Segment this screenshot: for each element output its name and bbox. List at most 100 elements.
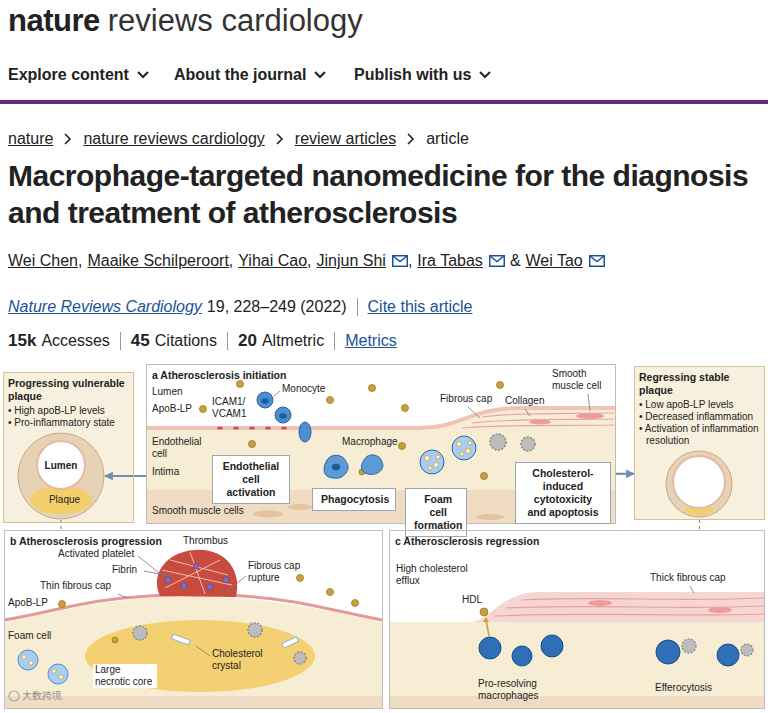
- tissue-panel-c: [483, 617, 489, 622]
- figure-label: Fibrous cap rupture: [248, 560, 310, 584]
- nav-item: About the journal: [174, 66, 326, 84]
- tissue-panel-a: [281, 427, 287, 430]
- metric-value: 15k: [8, 331, 36, 351]
- figure-label: Activated platelet: [58, 548, 134, 560]
- summary-fill: [634, 366, 765, 520]
- node-heading: Regressing stable plaque: [639, 371, 760, 397]
- mail-icon: [489, 255, 505, 267]
- tissue-panel-b: [190, 552, 205, 594]
- tissue-panel-a: [457, 442, 462, 447]
- tissue-panel-a: [481, 473, 488, 480]
- tissue-panel-a: [275, 407, 291, 423]
- nav-label: About the journal: [174, 66, 306, 84]
- tissue-panel-c: [486, 620, 489, 636]
- tissue-panel-a: [253, 511, 283, 518]
- leader-line: [118, 594, 127, 598]
- volume-pages: 19, 228–249 (2022): [207, 298, 347, 316]
- separator-text: ,: [408, 252, 412, 270]
- nav-item: Explore content: [8, 66, 149, 84]
- tissue-panel-a: [237, 381, 244, 388]
- tissue-panel-a: [249, 427, 255, 430]
- divider: [120, 332, 121, 350]
- tissue-panel-a: [280, 414, 287, 419]
- journal-logo: nature reviews cardiology: [8, 0, 363, 42]
- divider: [227, 332, 228, 350]
- figure-label: High cholesterol efflux: [396, 563, 478, 587]
- logo-word: reviews cardiology: [108, 3, 363, 39]
- figure-label: Smooth muscle cell: [552, 368, 614, 392]
- tissue-panel-a: [324, 455, 348, 478]
- tissue-panel-b: [207, 584, 213, 590]
- tissue-panel-a: [529, 420, 551, 425]
- tissue-panel-c: [708, 607, 732, 613]
- figure-label: Thrombus: [183, 535, 228, 547]
- journal-rule: [0, 100, 768, 104]
- tissue-panel-a: [425, 456, 430, 461]
- mail-icon: [490, 256, 505, 267]
- breadcrumb-link: nature: [8, 130, 53, 148]
- tissue-panel-b: [112, 637, 118, 643]
- node-heading: Endothelial cell activation: [216, 458, 286, 501]
- figure-label: Foam cell: [8, 630, 51, 642]
- tissue-panel-a: [299, 422, 311, 442]
- tissue-panel-c: [470, 592, 764, 622]
- dashed-connector: [699, 520, 700, 530]
- author-name: Yihai Cao: [238, 252, 307, 270]
- tissue-panel-b: [22, 655, 63, 679]
- tissue-panel-a: [217, 427, 223, 430]
- tissue-panel-b: [5, 595, 175, 620]
- tissue-panel-c: [494, 614, 764, 616]
- node-text: • Low apoB-LP levels: [639, 399, 760, 411]
- mail-icon: [490, 256, 504, 262]
- nav-label: Explore content: [8, 66, 129, 84]
- chevron-icon: [65, 134, 70, 144]
- tissue-panel-a: [460, 452, 464, 456]
- panel-frame: a Atherosclerosis initiationEndothelial …: [146, 364, 616, 524]
- chevron-icon: [479, 71, 491, 79]
- tissue-panel-a: [490, 434, 535, 451]
- tissue-panel-a: [476, 514, 504, 520]
- tissue-panel-b: [85, 620, 315, 692]
- tissue-panel-c: [494, 598, 764, 616]
- chevron-icon: [314, 71, 326, 79]
- tissue-panel-b: [59, 601, 66, 608]
- tissue-panel-c: [390, 622, 764, 708]
- tissue-panel-c: [741, 644, 753, 656]
- tissue-panel-c: [479, 635, 739, 666]
- figure-label: Pro-resolving macrophages: [478, 678, 550, 702]
- process-box: Endothelial cell activation: [212, 455, 290, 504]
- node-heading: Cholesterol-induced cytotoxicity and apo…: [519, 465, 607, 521]
- metric-value: 45: [131, 331, 150, 351]
- tissue-panel-a: [428, 466, 432, 470]
- tissue-panel-a: [466, 449, 471, 454]
- tissue-panel-b: [248, 623, 262, 637]
- author-name: Wei Tao: [526, 252, 583, 270]
- tissue-panel-b: [181, 583, 187, 589]
- tissue-panel-a: [420, 450, 444, 474]
- figure-label: Endothelial cell: [152, 436, 207, 460]
- cite-link: Cite this article: [368, 298, 473, 316]
- panel-frame: c Atherosclerosis regression: [389, 530, 765, 709]
- tissue-panel-b: [194, 564, 199, 569]
- mail-icon: [393, 256, 407, 262]
- author-name: Maaike Schilperoort: [87, 252, 228, 270]
- chevron-icon: [137, 71, 149, 79]
- divider: [334, 332, 335, 350]
- tissue-panel-b: [162, 552, 232, 594]
- summary-box: Progressing vulnerable plaque• High apoB…: [3, 372, 134, 523]
- tissue-panel-a: [200, 406, 207, 413]
- figure-label: Fibrous cap: [440, 393, 492, 405]
- tissue-panel-c: [541, 635, 563, 657]
- breadcrumb-link: nature reviews cardiology: [83, 130, 264, 148]
- nav-item: Publish with us: [354, 66, 491, 84]
- tissue-panel-a: [399, 443, 406, 450]
- artery-cross-section: LumenPlaque: [17, 432, 105, 520]
- tissue-panel-c: [390, 696, 764, 708]
- tissue-panel-a: [490, 434, 506, 450]
- figure-label: ICAM1/ VCAM1: [212, 396, 252, 420]
- separator-text: ,: [78, 252, 82, 270]
- leader-line: [226, 576, 246, 592]
- watermark-icon: [9, 691, 19, 701]
